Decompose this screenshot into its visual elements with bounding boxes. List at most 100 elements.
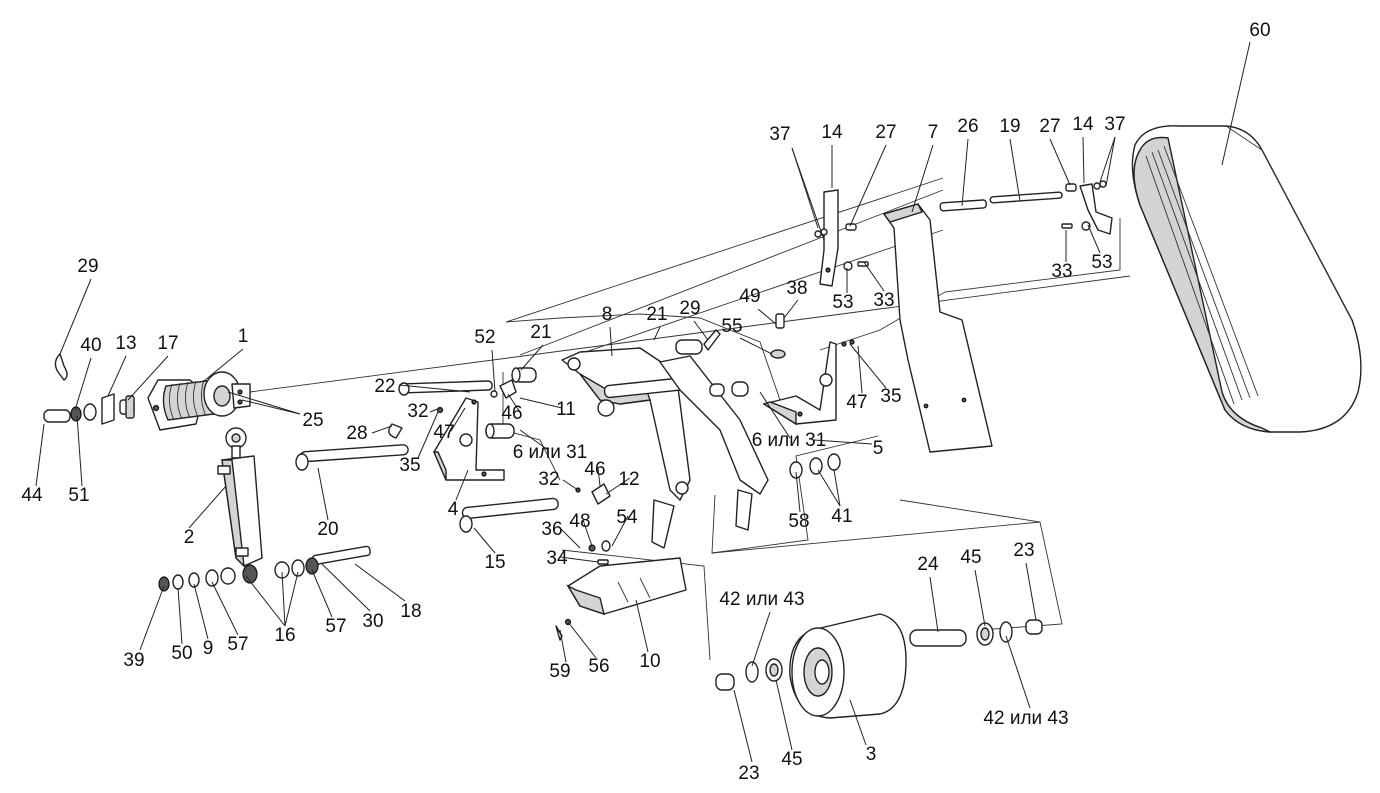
callout-label: 40 bbox=[80, 335, 101, 356]
callout-label: 2 bbox=[184, 527, 195, 548]
callout-label: 11 bbox=[556, 399, 576, 420]
leader-line bbox=[759, 391, 791, 439]
leader-line bbox=[354, 563, 406, 602]
callout-label: 3 bbox=[866, 744, 877, 765]
leader-line bbox=[1025, 562, 1037, 621]
left-bracket bbox=[432, 397, 505, 481]
callout-label: 59 bbox=[549, 661, 570, 682]
leader-line bbox=[450, 407, 466, 432]
leader-line bbox=[582, 519, 593, 547]
leader-line bbox=[813, 439, 873, 445]
leader-lines bbox=[35, 41, 1251, 763]
callout-label: 42 или 43 bbox=[983, 708, 1068, 729]
callout-label: 14 bbox=[1072, 114, 1094, 135]
callout-label: 21 bbox=[646, 304, 667, 325]
callout-label: 6 или 31 bbox=[752, 430, 827, 451]
callout-label: 42 или 43 bbox=[719, 589, 804, 610]
bracket-parts bbox=[814, 180, 1113, 287]
leader-line bbox=[74, 357, 92, 411]
leader-line bbox=[559, 629, 567, 663]
leader-line bbox=[559, 527, 581, 549]
callout-label: 17 bbox=[157, 333, 178, 354]
callout-label: 55 bbox=[721, 316, 742, 337]
leader-line bbox=[783, 299, 799, 319]
nut-parts bbox=[789, 453, 841, 479]
callout-label: 50 bbox=[171, 643, 192, 664]
callout-label: 1 bbox=[238, 326, 249, 347]
callout-label: 57 bbox=[325, 616, 346, 637]
callout-label: 29 bbox=[77, 256, 98, 277]
callout-label: 60 bbox=[1249, 20, 1270, 41]
hydraulic-cylinder bbox=[217, 427, 263, 584]
callout-label: 41 bbox=[831, 506, 852, 527]
leader-line bbox=[833, 469, 841, 507]
callout-label: 37 bbox=[1104, 114, 1125, 135]
leader-line bbox=[241, 399, 301, 415]
callout-label: 15 bbox=[484, 552, 505, 573]
callout-label: 9 bbox=[203, 638, 214, 659]
leader-line bbox=[1105, 136, 1116, 187]
leader-line bbox=[929, 576, 939, 633]
leader-line bbox=[491, 349, 496, 393]
callout-label: 47 bbox=[846, 392, 867, 413]
leader-line bbox=[281, 571, 286, 627]
callout-label: 28 bbox=[346, 423, 367, 444]
callout-label: 6 или 31 bbox=[513, 442, 588, 463]
leader-line bbox=[1099, 136, 1116, 183]
callout-label: 47 bbox=[433, 422, 454, 443]
callout-label: 4 bbox=[448, 499, 459, 520]
leader-line bbox=[1087, 224, 1101, 254]
callout-label: 35 bbox=[880, 386, 901, 407]
leader-line bbox=[519, 397, 563, 409]
leader-line bbox=[817, 469, 841, 507]
callout-label: 27 bbox=[875, 122, 896, 143]
leader-line bbox=[35, 423, 45, 487]
callout-label: 45 bbox=[960, 547, 981, 568]
callout-label: 27 bbox=[1039, 116, 1060, 137]
leader-line bbox=[1049, 138, 1071, 186]
lower-small-parts bbox=[575, 483, 611, 565]
callout-label: 45 bbox=[781, 749, 802, 770]
leader-line bbox=[519, 429, 549, 451]
leader-line bbox=[429, 407, 441, 413]
leader-line bbox=[849, 699, 867, 746]
spring-unit bbox=[147, 371, 251, 431]
rod-parts bbox=[939, 183, 1077, 212]
leader-line bbox=[974, 569, 986, 627]
leader-line bbox=[605, 477, 631, 495]
leader-line bbox=[127, 355, 169, 401]
leader-line bbox=[911, 144, 934, 213]
leader-line bbox=[1082, 136, 1085, 184]
callout-label: 21 bbox=[530, 322, 551, 343]
leader-line bbox=[417, 411, 439, 459]
leader-line bbox=[795, 471, 801, 513]
leader-line bbox=[507, 393, 521, 413]
callout-label: 14 bbox=[821, 122, 843, 143]
callout-label: 39 bbox=[123, 650, 144, 671]
leader-line bbox=[188, 485, 227, 529]
callout-label: 30 bbox=[362, 611, 383, 632]
leader-line bbox=[520, 344, 544, 371]
callout-label: 49 bbox=[739, 286, 760, 307]
callout-label: 18 bbox=[400, 601, 421, 622]
left-small-parts bbox=[43, 353, 135, 425]
right-bracket bbox=[762, 313, 855, 426]
callout-label: 19 bbox=[999, 116, 1020, 137]
leader-line bbox=[245, 575, 286, 627]
callout-label: 8 bbox=[602, 304, 613, 325]
leader-line bbox=[371, 425, 393, 434]
callout-label: 34 bbox=[546, 548, 568, 569]
leader-line bbox=[1221, 41, 1251, 166]
callout-label: 13 bbox=[115, 333, 136, 354]
callout-label: 33 bbox=[1051, 261, 1072, 282]
leader-line bbox=[857, 345, 863, 394]
leader-line bbox=[107, 355, 127, 397]
callout-label: 51 bbox=[68, 485, 89, 506]
leader-line bbox=[284, 571, 299, 627]
leader-line bbox=[597, 467, 601, 487]
leader-line bbox=[567, 621, 597, 659]
leader-line bbox=[455, 469, 469, 501]
leader-line bbox=[611, 515, 629, 547]
